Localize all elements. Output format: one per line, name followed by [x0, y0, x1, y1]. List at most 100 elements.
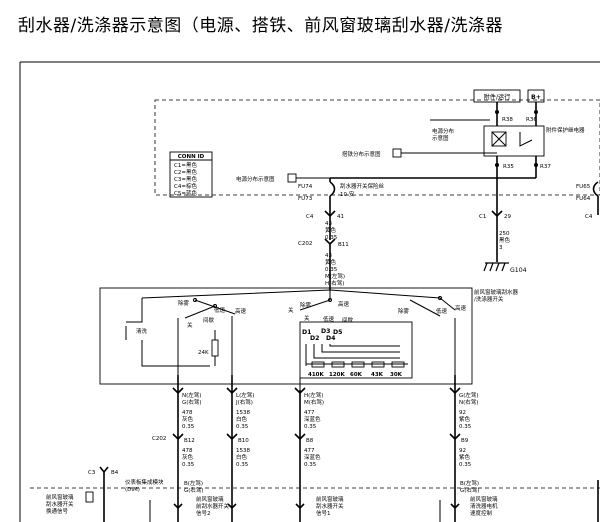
- c202-pin: B10: [238, 438, 249, 444]
- resistor-label: 43K: [371, 372, 384, 378]
- c1-wire-color: 黑色: [499, 236, 511, 244]
- fuse-fu65-symbol: [592, 181, 599, 197]
- text-line: /洗涤器开关: [474, 295, 504, 303]
- c202-b11-gauge: 0.35: [325, 267, 338, 273]
- diode-d3: D3: [321, 328, 330, 335]
- int-label-2: 间歇: [342, 316, 354, 324]
- off-label-2: 关: [288, 306, 294, 314]
- wiper-washer-switch: [99, 287, 473, 385]
- switch-contact-4: [409, 299, 441, 317]
- wash-switch-wire: [132, 310, 143, 323]
- text-line: 信号1: [316, 509, 331, 517]
- c1-wire-gauge: 3: [499, 245, 503, 251]
- lower-color: 白色: [236, 453, 248, 461]
- resistor-label: 120K: [329, 372, 345, 378]
- switch-top-pin-2: H(右驾): [325, 279, 344, 287]
- input-mark: [227, 503, 237, 510]
- connector-mark: [449, 433, 461, 441]
- conn-id-row: C4=棕色: [174, 182, 197, 190]
- signal-b: 前风窗玻璃刮水器开关信号1: [316, 495, 344, 517]
- relay-contact: [519, 132, 533, 147]
- resistor-24k-label: 24K: [198, 350, 209, 356]
- pin-loc-2: M(右驾): [304, 398, 324, 406]
- switch-top-bus: [141, 289, 441, 299]
- text-line: 信号2: [196, 509, 211, 517]
- pin-loc-1: L(左驾): [236, 391, 254, 399]
- pin-gauge: 0.35: [459, 424, 472, 430]
- off-label-1: 关: [187, 321, 193, 329]
- connector-mark: [226, 387, 238, 395]
- page-title: 刮水器/洗涤器示意图（电源、搭铁、前风窗玻璃刮水器/洗涤器: [18, 16, 503, 36]
- power-dist-ref-1-line1: 电源分布: [432, 127, 455, 135]
- input-mark: [450, 503, 460, 510]
- pin-color: 紫色: [459, 415, 471, 423]
- lower-color: 紫色: [459, 453, 471, 461]
- switch-name: 前风窗玻璃刮水器/洗涤器开关: [474, 288, 519, 303]
- lower-circuit: 1538: [236, 448, 250, 454]
- diode-d1: D1: [302, 329, 311, 336]
- lower-gauge: 0.35: [459, 462, 472, 468]
- off-label-3: 关: [304, 314, 310, 322]
- c4-pin: 41: [337, 214, 344, 220]
- pin-col-1: N(左驾) G(右驾) 478 灰色 0.35: [172, 375, 202, 522]
- fuse-rating: 10 安: [340, 190, 355, 198]
- diode-d4: D4: [326, 335, 336, 342]
- c202-pin: B9: [461, 438, 469, 444]
- connector-mark: [172, 433, 184, 441]
- lower-circuit: 478: [182, 448, 193, 454]
- switch-node: [438, 296, 442, 300]
- g104-label: G104: [510, 267, 527, 274]
- pin-color: 灰色: [182, 415, 194, 423]
- c202-lower-conn: C202: [152, 436, 166, 442]
- pin-circuit: 477: [304, 410, 315, 416]
- conn-id-table: [169, 151, 213, 198]
- pin-circuit: 1538: [236, 410, 250, 416]
- lower-gauge: 0.35: [182, 462, 195, 468]
- power-supply-block: [154, 99, 600, 196]
- power-dist-ref-1: 电源分布示意图: [432, 127, 455, 142]
- signal-c: 前风窗玻璃清洗器电机速度控制: [470, 495, 498, 517]
- high-label-3: 高速: [455, 304, 467, 312]
- pin-gauge: 0.35: [236, 424, 249, 430]
- c3-b4-connector: [99, 466, 109, 474]
- ground-dist-ref: 搭铁分布示意图: [342, 150, 381, 158]
- g104-hatch: [501, 262, 506, 272]
- fuse-r35-label: R35: [503, 164, 514, 170]
- high-label-2: 高速: [338, 300, 350, 308]
- power-dist-ref-2-arrow: [287, 173, 297, 183]
- text-line: 刮水器开关: [316, 502, 344, 510]
- relay-coil: [491, 131, 507, 147]
- pin-col-3: H(左驾) M(右驾) 477 深蓝色 0.35: [294, 387, 324, 522]
- acc-run-label: 附件/运行: [484, 93, 511, 101]
- wash-label: 清洗: [136, 327, 148, 335]
- ipc-label: 仪表板集成模块(DIM): [125, 478, 164, 493]
- text-line: 示意图: [432, 134, 449, 142]
- c4-circuit: 43: [325, 221, 332, 227]
- switch-contact-2: [184, 305, 216, 319]
- fuse-fu64: FU64: [576, 196, 591, 202]
- signal-left: 前风窗玻璃刮水器开关换通信号: [46, 493, 74, 515]
- c202-pin: B12: [184, 438, 195, 444]
- int-label-1: 间歇: [203, 316, 215, 324]
- c1-pin: 29: [504, 214, 511, 220]
- fuse-fu65: FU65: [576, 184, 591, 190]
- fuse-name: 刮水器开关保险丝: [340, 182, 385, 190]
- connector-mark: [226, 433, 238, 441]
- low-label-3: 低速: [436, 307, 448, 315]
- pin-circuit: 478: [182, 410, 193, 416]
- pin-b-2: G(右驾): [460, 486, 480, 494]
- acc-protection-relay: [483, 125, 545, 157]
- fuse-r36-label: R36: [526, 117, 537, 123]
- fuse-r37-label: R37: [540, 164, 551, 170]
- bplus-label: B+: [531, 94, 541, 101]
- text-line: 速度控制: [470, 509, 493, 517]
- conn-id-row: C3=黑色: [174, 175, 197, 183]
- pin-color: 深蓝色: [304, 415, 321, 423]
- relay-label: 附件保护继电器: [546, 126, 585, 134]
- text-line: (DIM): [125, 487, 140, 493]
- pin-color: 白色: [236, 415, 248, 423]
- pin-a-2: G(右驾): [184, 486, 204, 494]
- c202-conn: C202: [298, 241, 312, 247]
- c1-circuit: 250: [499, 231, 510, 237]
- mist-label-1: 除雾: [178, 299, 190, 307]
